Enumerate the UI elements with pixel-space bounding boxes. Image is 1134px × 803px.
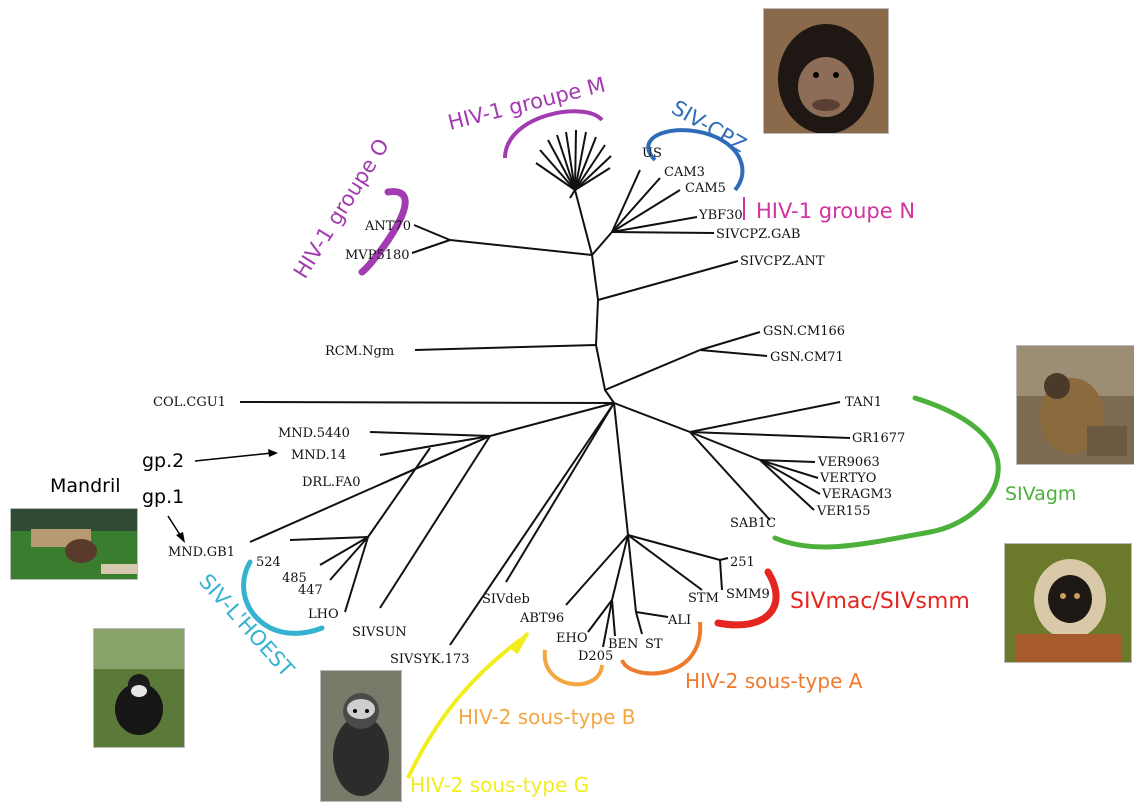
leaf-sivsun: SIVSUN	[352, 625, 407, 640]
leaf-447: 447	[298, 583, 323, 598]
leaf-gr1677: GR1677	[852, 431, 905, 446]
hiv2-a-arc	[620, 621, 703, 676]
sivmac-arc	[714, 568, 780, 629]
leaf-ver9063: VER9063	[817, 455, 880, 470]
leaf-cam5: CAM5	[685, 181, 726, 196]
leaf-lho: LHO	[308, 607, 339, 622]
leaf-sivdeb: SIVdeb	[482, 592, 530, 607]
leaf-mndgb1: MND.GB1	[168, 545, 235, 560]
leaf-ybf30: YBF30	[698, 208, 743, 223]
leaf-sivcpz-ant: SIVCPZ.ANT	[740, 254, 825, 269]
leaf-vertyo: VERTYO	[819, 471, 876, 486]
label-hiv2-b: HIV-2 sous-type B	[458, 705, 635, 729]
sivagm-arc	[772, 395, 1001, 550]
leaf-smm9: SMM9	[726, 587, 770, 602]
label-sivagm: SIVagm	[1005, 483, 1076, 505]
leaf-mvp5180: MVP5180	[345, 248, 410, 263]
leaf-d205: D205	[578, 649, 613, 664]
leaf-rcm: RCM.Ngm	[325, 344, 394, 359]
leaf-sab1c: SAB1C	[730, 516, 776, 531]
hiv1-m-arc	[503, 109, 604, 159]
label-mandril: Mandril	[50, 475, 121, 497]
leaf-524: 524	[256, 555, 281, 570]
label-siv-lhoest: SIV-L'HOEST	[194, 569, 299, 681]
leaf-stm: STM	[688, 591, 719, 606]
tree-branches	[239, 129, 851, 648]
leaf-us: US	[642, 146, 662, 161]
hiv2-g-arrow-line	[406, 638, 522, 779]
leaf-st: ST	[645, 637, 663, 652]
leaf-gsn-cm166: GSN.CM166	[763, 324, 845, 339]
leaf-mnd5440: MND.5440	[278, 426, 350, 441]
siv-cpz-arc	[646, 128, 745, 192]
chimpanzee-photo	[763, 8, 889, 134]
leaf-col: COL.CGU1	[153, 395, 226, 410]
leaf-tan1: TAN1	[845, 395, 882, 410]
leaf-251: 251	[730, 555, 755, 570]
sooty-mangabey-photo	[1004, 543, 1132, 663]
gp1-arrowhead	[176, 532, 185, 543]
leaf-ali: ALI	[667, 613, 691, 628]
label-siv-cpz: SIV-CPZ	[668, 96, 751, 158]
leaf-gsn-cm71: GSN.CM71	[770, 350, 844, 365]
lhoest-photo	[93, 628, 185, 748]
leaf-cam3: CAM3	[664, 165, 705, 180]
hiv2-g-arrowhead	[509, 631, 530, 655]
leaf-abt96: ABT96	[519, 611, 564, 626]
mandrill-photo	[10, 508, 138, 580]
hiv2-b-arc	[542, 649, 604, 687]
label-sivmac: SIVmac/SIVsmm	[790, 589, 970, 614]
siv-lhoest-arc	[241, 559, 325, 636]
leaf-sivcpz-gab: SIVCPZ.GAB	[716, 227, 800, 242]
leaf-ben: BEN	[608, 637, 638, 652]
leaf-sivsyk: SIVSYK.173	[390, 652, 470, 667]
leaf-veragm3: VERAGM3	[821, 487, 892, 502]
label-hiv2-a: HIV-2 sous-type A	[685, 669, 863, 693]
leaf-ant70: ANT70	[364, 219, 411, 234]
gp2-arrowhead	[268, 449, 278, 457]
gp2-arrow	[194, 452, 273, 462]
hiv1-o-arc	[358, 188, 409, 276]
leaf-eho: EHO	[556, 631, 587, 646]
leaf-mnd14: MND.14	[291, 448, 346, 463]
leaf-ver155: VER155	[816, 504, 870, 519]
hiv1-m-star	[535, 129, 612, 199]
label-hiv1-n: HIV-1 groupe N	[756, 199, 915, 223]
label-hiv2-g: HIV-2 sous-type G	[410, 773, 589, 797]
agm-photo	[1016, 345, 1134, 465]
sykes-monkey-photo	[320, 670, 402, 802]
leaf-drl: DRL.FA0	[302, 475, 361, 490]
label-gp2: gp.2	[142, 450, 184, 472]
leaf-485: 485	[282, 571, 307, 586]
label-gp1: gp.1	[142, 486, 184, 508]
